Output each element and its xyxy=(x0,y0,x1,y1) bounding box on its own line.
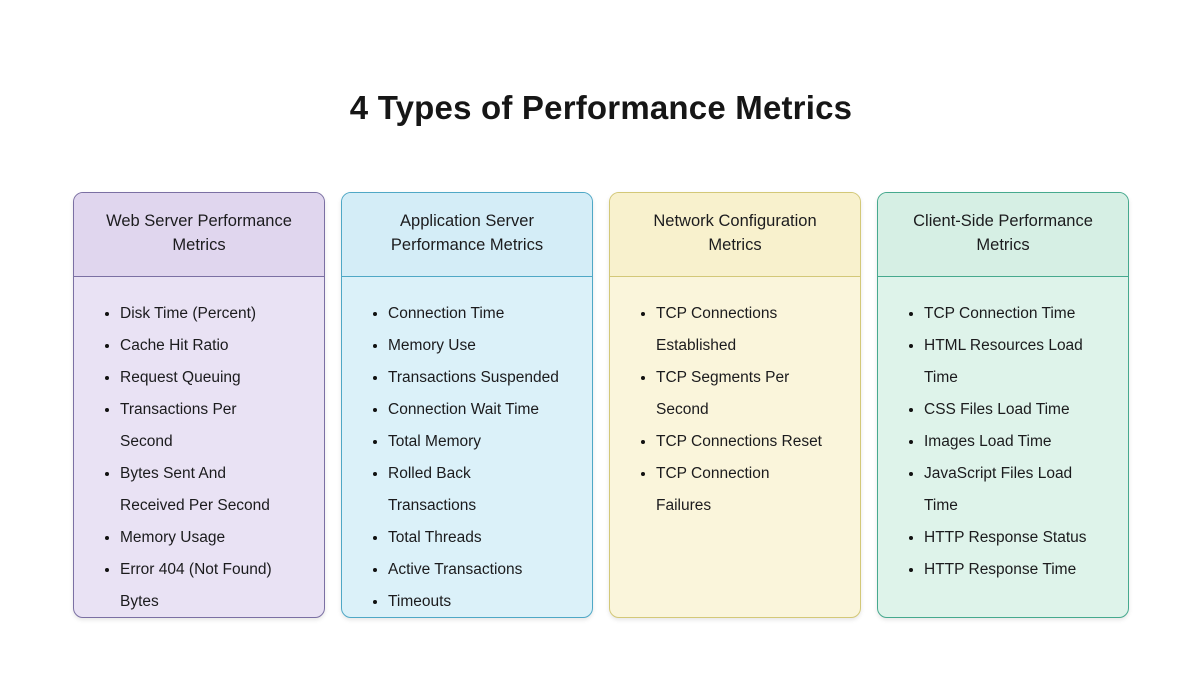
list-item: TCP Connection Failures xyxy=(656,458,827,522)
card-header: Network Configuration Metrics xyxy=(610,192,860,277)
list-item: Images Load Time xyxy=(924,426,1095,458)
list-item: Disk Time (Percent) xyxy=(120,298,291,330)
card-title: Web Server Performance Metrics xyxy=(106,212,292,255)
card-list: Connection TimeMemory UseTransactions Su… xyxy=(342,298,592,617)
card-header: Web Server Performance Metrics xyxy=(74,192,324,277)
list-item: Timeouts xyxy=(388,586,559,617)
page-title: 4 Types of Performance Metrics xyxy=(349,89,853,126)
list-item: TCP Segments Per Second xyxy=(656,362,827,426)
card-title: Client-Side Performance Metrics xyxy=(913,212,1093,255)
list-item: HTTP Response Time xyxy=(924,554,1095,586)
list-item: Active Transactions xyxy=(388,554,559,586)
list-item: Bytes Sent And Received Per Second xyxy=(120,458,291,522)
card-list: Disk Time (Percent)Cache Hit RatioReques… xyxy=(74,298,324,617)
list-item: Rolled Back Transactions xyxy=(388,458,559,522)
list-item: Memory Use xyxy=(388,330,559,362)
list-item: Cache Hit Ratio xyxy=(120,330,291,362)
list-item: Connection Wait Time xyxy=(388,394,559,426)
list-item: HTML Resources Load Time xyxy=(924,330,1095,394)
list-item: TCP Connections Reset xyxy=(656,426,827,458)
card-list: TCP Connections EstablishedTCP Segments … xyxy=(610,298,860,522)
card-list: TCP Connection TimeHTML Resources Load T… xyxy=(878,298,1128,586)
list-item: Total Memory xyxy=(388,426,559,458)
list-item: Request Queuing xyxy=(120,362,291,394)
list-item: CSS Files Load Time xyxy=(924,394,1095,426)
card-header: Application Server Performance Metrics xyxy=(342,192,592,277)
list-item: TCP Connection Time xyxy=(924,298,1095,330)
card-title: Application Server Performance Metrics xyxy=(390,212,544,255)
list-item: Memory Usage xyxy=(120,522,291,554)
metric-card: Application Server Performance Metrics C… xyxy=(341,191,593,618)
metric-card: Web Server Performance Metrics Disk Time… xyxy=(73,191,325,618)
list-item: Transactions Per Second xyxy=(120,394,291,458)
list-item: TCP Connections Established xyxy=(656,298,827,362)
card-title: Network Configuration Metrics xyxy=(653,212,817,255)
list-item: Transactions Suspended xyxy=(388,362,559,394)
card-header: Client-Side Performance Metrics xyxy=(878,192,1128,277)
list-item: Error 404 (Not Found) Bytes xyxy=(120,554,291,617)
list-item: Connection Time xyxy=(388,298,559,330)
list-item: JavaScript Files Load Time xyxy=(924,458,1095,522)
metric-card: Client-Side Performance Metrics TCP Conn… xyxy=(877,191,1129,618)
cards-container: Web Server Performance Metrics Disk Time… xyxy=(0,191,1202,618)
list-item: HTTP Response Status xyxy=(924,522,1095,554)
list-item: Total Threads xyxy=(388,522,559,554)
metric-card: Network Configuration Metrics TCP Connec… xyxy=(609,191,861,618)
